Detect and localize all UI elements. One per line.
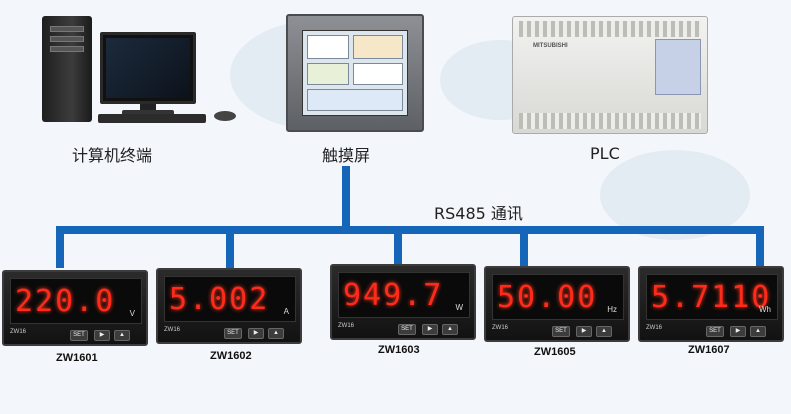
bus-drop [394, 226, 402, 268]
meter-brand: ZW16 [10, 329, 27, 335]
up-arrow-button[interactable]: ▲ [750, 326, 766, 337]
bus-drop [226, 226, 234, 268]
set-button[interactable]: SET [224, 328, 242, 339]
plc-label: PLC [590, 144, 620, 163]
meter-reading: 5.7110 [651, 280, 772, 315]
meter-zw1603: 949.7 W ZW16 SET ▶ ▲ [330, 264, 476, 340]
meter-unit: Hz [607, 305, 617, 314]
meter-reading: 50.00 [497, 280, 598, 315]
meter-brand: ZW16 [338, 323, 355, 329]
meter-model: ZW1603 [378, 344, 420, 356]
meter-unit: W [455, 303, 463, 312]
set-button[interactable]: SET [552, 326, 570, 337]
mouse-icon [214, 111, 236, 121]
computer-icon [42, 16, 92, 122]
meter-brand: ZW16 [646, 325, 663, 331]
bus-label: RS485 通讯 [434, 204, 523, 223]
set-button[interactable]: SET [706, 326, 724, 337]
meter-brand: ZW16 [164, 327, 181, 333]
up-arrow-button[interactable]: ▲ [268, 328, 284, 339]
meter-brand: ZW16 [492, 325, 509, 331]
right-arrow-button[interactable]: ▶ [730, 326, 746, 337]
keyboard-icon [98, 114, 206, 123]
meter-unit: A [283, 307, 289, 316]
plc-icon: MITSUBISHI [512, 16, 708, 134]
meter-zw1602: 5.002 A ZW16 SET ▶ ▲ [156, 268, 302, 344]
right-arrow-button[interactable]: ▶ [248, 328, 264, 339]
right-arrow-button[interactable]: ▶ [576, 326, 592, 337]
bus-drop [756, 226, 764, 268]
set-button[interactable]: SET [398, 324, 416, 335]
bus-drop [520, 226, 528, 268]
meter-zw1601: 220.0 V ZW16 SET ▶ ▲ [2, 270, 148, 346]
meter-zw1605: 50.00 Hz ZW16 SET ▶ ▲ [484, 266, 630, 342]
meter-model: ZW1602 [210, 350, 252, 362]
touchscreen-icon [286, 14, 424, 132]
computer-label: 计算机终端 [72, 146, 153, 165]
map-background [600, 150, 750, 240]
up-arrow-button[interactable]: ▲ [442, 324, 458, 335]
right-arrow-button[interactable]: ▶ [422, 324, 438, 335]
plc-brand: MITSUBISHI [533, 43, 568, 49]
up-arrow-button[interactable]: ▲ [596, 326, 612, 337]
meter-model: ZW1601 [56, 352, 98, 364]
meter-reading: 220.0 [15, 284, 116, 319]
set-button[interactable]: SET [70, 330, 88, 341]
meter-unit: V [129, 309, 135, 318]
bus-line [56, 226, 764, 234]
bus-drop [56, 226, 64, 268]
meter-zw1607: 5.7110 Wh ZW16 SET ▶ ▲ [638, 266, 784, 342]
monitor-icon [100, 32, 196, 104]
meter-unit: Wh [759, 305, 771, 314]
meter-reading: 5.002 [169, 282, 270, 317]
touchscreen-label: 触摸屏 [322, 146, 371, 165]
meter-model: ZW1605 [534, 346, 576, 358]
meter-reading: 949.7 [343, 278, 444, 313]
meter-model: ZW1607 [688, 344, 730, 356]
up-arrow-button[interactable]: ▲ [114, 330, 130, 341]
right-arrow-button[interactable]: ▶ [94, 330, 110, 341]
bus-trunk [342, 166, 350, 230]
